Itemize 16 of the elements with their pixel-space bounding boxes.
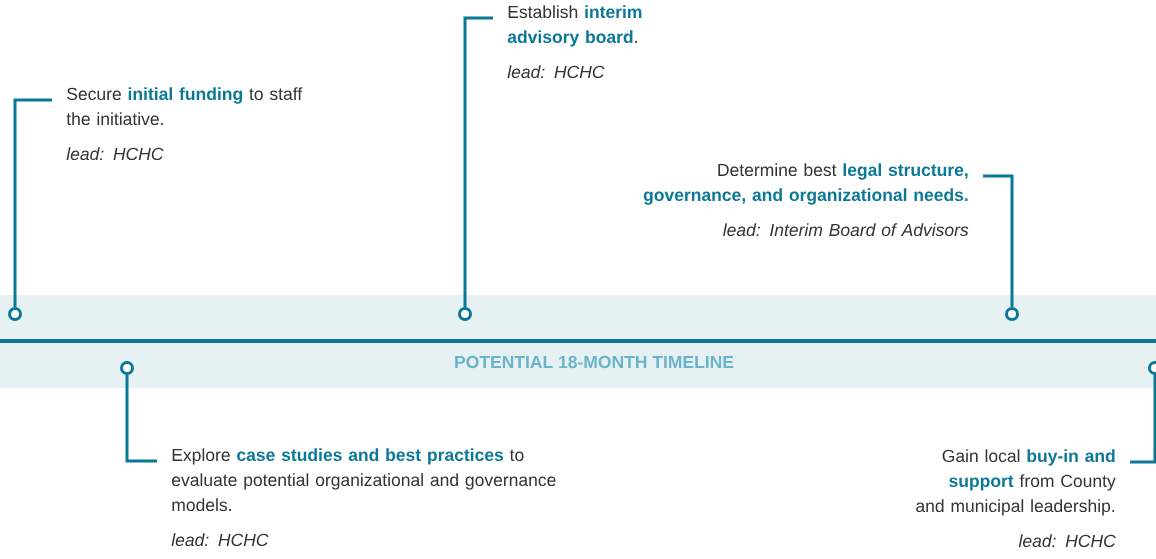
timeline-title: POTENTIAL 18-MONTH TIMELINE bbox=[455, 355, 734, 369]
leader-line bbox=[463, 16, 493, 307]
milestone-text: Establish interim advisory board. lead: HCHC bbox=[507, 5, 642, 79]
milestone-text: Determine best legal structure, governance, and organizational needs. lead: Interim Board of Advisors bbox=[643, 163, 969, 237]
milestone-text: Gain local buy-in and support from County and municipal leadership. lead: HCHC bbox=[916, 449, 1116, 548]
leader-line bbox=[983, 174, 1014, 307]
milestone-text: Explore case studies and best practices to evaluate potential organizational and governance models. lead: HCHC bbox=[171, 448, 556, 547]
leader-line bbox=[13, 98, 52, 307]
milestone-text: Secure initial funding to staff the initiative. lead: HCHC bbox=[66, 87, 303, 161]
leader-line bbox=[125, 375, 157, 463]
milestone-marker bbox=[120, 361, 134, 375]
leader-line bbox=[1130, 375, 1156, 464]
milestone-marker bbox=[1148, 361, 1156, 375]
milestone-marker bbox=[8, 307, 22, 321]
milestone-marker bbox=[1005, 307, 1019, 321]
milestone-marker bbox=[458, 307, 472, 321]
